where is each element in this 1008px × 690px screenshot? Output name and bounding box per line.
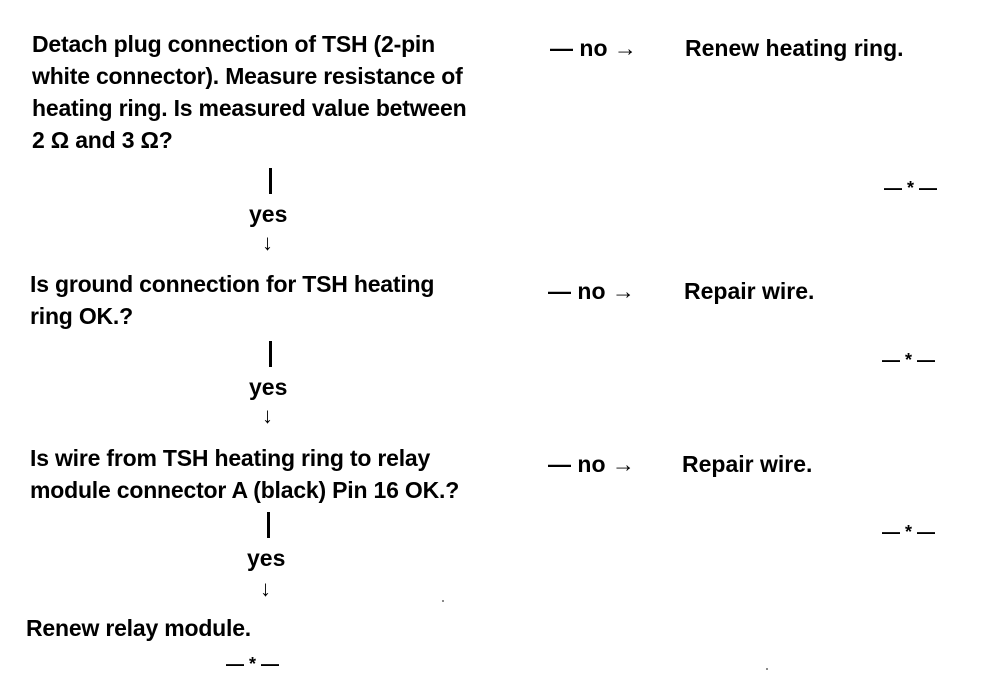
scan-speck [766, 668, 768, 670]
step-1-end-mark: — * — [884, 178, 938, 198]
step-2-question: Is ground connection for TSH heating rin… [30, 268, 434, 332]
step-3-no-action: Repair wire. [682, 451, 813, 477]
step-3-question: Is wire from TSH heating ring to relay m… [30, 442, 459, 506]
step-1-down-arrow-icon: ↓ [262, 230, 273, 255]
step-3-end-mark: — * — [882, 522, 936, 542]
step-2-end-mark: — * — [882, 350, 936, 370]
step-1-question-line: Detach plug connection of TSH (2-pin [32, 31, 435, 57]
scan-speck [442, 600, 444, 602]
step-2-connector-line [269, 341, 272, 367]
step-1-question-line: 2 Ω and 3 Ω? [32, 127, 173, 153]
step-2-down-arrow-icon: ↓ [262, 403, 273, 428]
step-3-yes-label: yes [247, 545, 286, 571]
step-2-yes-label: yes [249, 374, 288, 400]
step-3-question-line: Is wire from TSH heating ring to relay [30, 445, 431, 471]
step-3-question-line: module connector A (black) Pin 16 OK.? [30, 477, 460, 503]
final-end-mark: — * — [226, 654, 280, 674]
step-2-question-line: Is ground connection for TSH heating [30, 271, 435, 297]
step-1-yes-label: yes [249, 201, 288, 227]
step-2-no-arrow: — no → [548, 278, 635, 304]
step-1-connector-line [269, 168, 272, 194]
step-3-down-arrow-icon: ↓ [260, 576, 271, 601]
final-action: Renew relay module. [26, 615, 251, 641]
step-2-question-line: ring OK.? [30, 303, 133, 329]
step-3-connector-line [267, 512, 270, 538]
step-1-question-line: heating ring. Is measured value between [32, 95, 467, 121]
step-1-question-line: white connector). Measure resistance of [32, 63, 463, 89]
step-1-no-action: Renew heating ring. [685, 35, 904, 61]
step-1-question: Detach plug connection of TSH (2-pin whi… [32, 28, 467, 156]
step-1-no-arrow: — no → [550, 35, 637, 61]
step-3-no-arrow: — no → [548, 451, 635, 477]
step-2-no-action: Repair wire. [684, 278, 815, 304]
